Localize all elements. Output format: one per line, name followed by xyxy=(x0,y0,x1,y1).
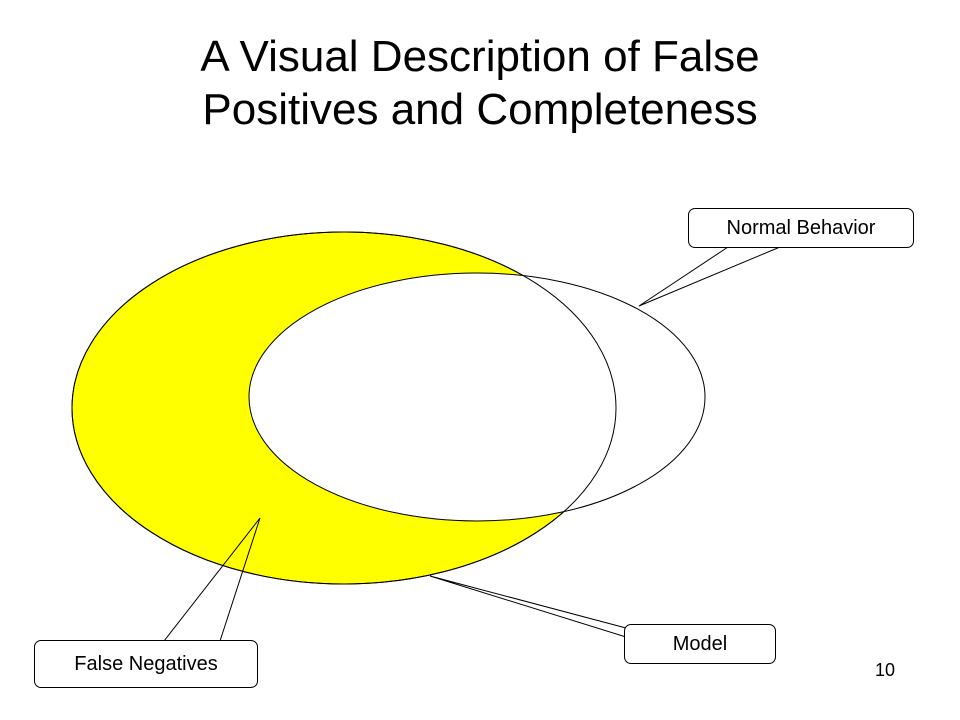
false-negatives-pointer xyxy=(163,517,261,642)
model-callout: Model xyxy=(624,624,776,664)
normal-behavior-callout: Normal Behavior xyxy=(688,208,914,248)
slide-title-line-1: A Visual Description of False xyxy=(200,32,760,81)
slide-title: A Visual Description of False Positives … xyxy=(0,30,960,136)
normal-behavior-pointer xyxy=(638,246,781,307)
normal-behavior-label: Normal Behavior xyxy=(726,216,876,239)
model-pointer xyxy=(429,575,627,638)
slide-title-line-2: Positives and Completeness xyxy=(202,85,758,134)
false-negatives-label: False Negatives xyxy=(74,652,218,675)
model-ellipse-outline xyxy=(71,231,617,585)
page-number: 10 xyxy=(874,660,896,680)
false-negatives-callout: False Negatives xyxy=(34,640,258,688)
model-label: Model xyxy=(672,632,728,655)
normal-behavior-ellipse xyxy=(248,272,706,522)
